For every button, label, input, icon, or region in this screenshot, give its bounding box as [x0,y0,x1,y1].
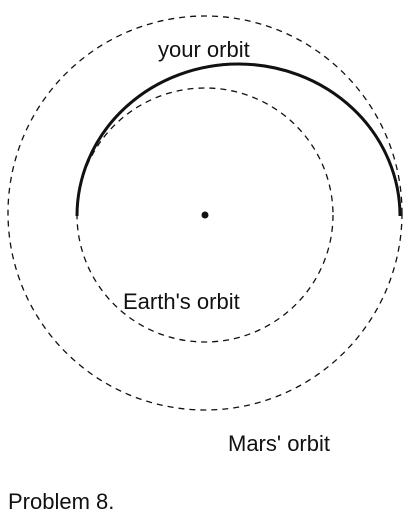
transfer-orbit-arc [75,62,402,217]
mars-orbit-circle [7,15,403,411]
problem-caption: Problem 8. [8,489,115,514]
your-orbit-label: your orbit [158,37,250,62]
earth-orbit-label: Earth's orbit [123,289,240,314]
mars-orbit-label: Mars' orbit [228,431,330,456]
sun-dot [201,211,209,219]
